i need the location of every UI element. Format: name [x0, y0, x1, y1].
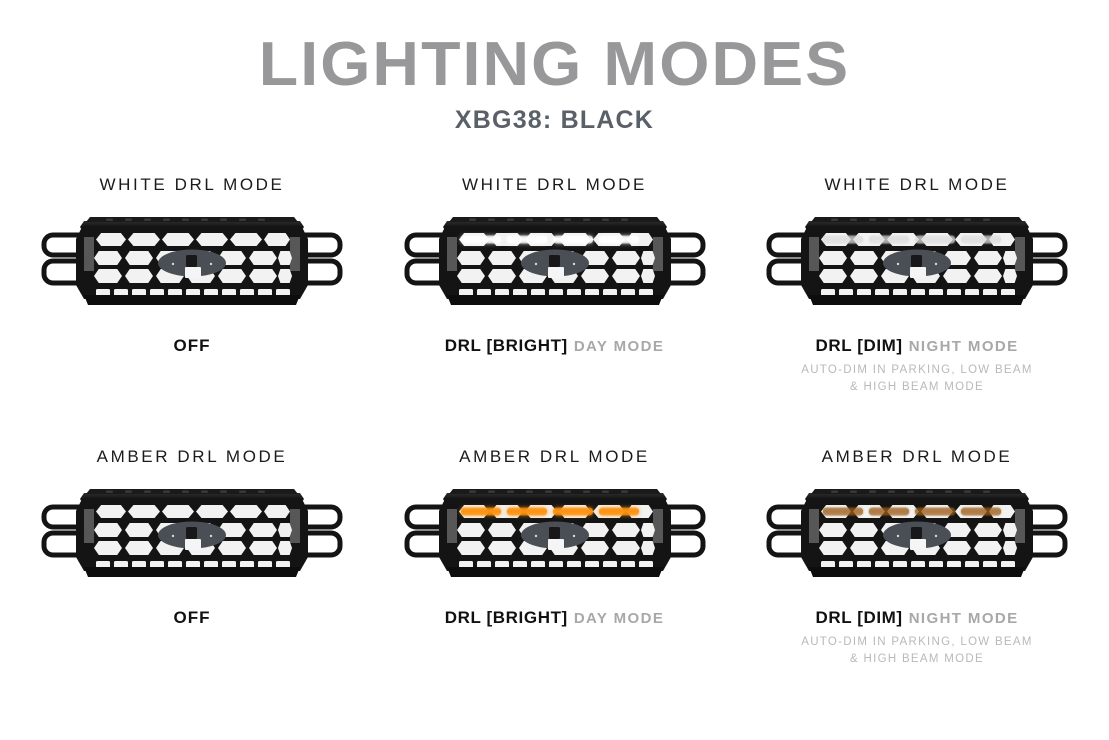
- caption-state-off: OFF: [173, 336, 211, 355]
- caption-note-line-1: AUTO-DIM IN PARKING, LOW BEAM: [801, 364, 1033, 376]
- panel-caption: DRL [BRIGHT] DAY MODE: [445, 336, 664, 356]
- lighting-mode-panel-amber-off: AMBER DRL MODE: [22, 447, 362, 667]
- panel-caption: OFF: [174, 336, 211, 356]
- grille-illustration-white-off: [41, 217, 343, 305]
- panel-mode-title: WHITE DRL MODE: [462, 175, 647, 194]
- panel-mode-title: AMBER DRL MODE: [821, 447, 1013, 467]
- caption-state-main: DRL [DIM]: [815, 336, 903, 355]
- grille-image-amber-dim: [757, 485, 1077, 590]
- grille-illustration-amber-dim: [766, 489, 1068, 578]
- lighting-mode-panel-amber-bright: AMBER DRL MODE: [385, 447, 725, 667]
- lighting-mode-panel-amber-dim: AMBER DRL MODE: [747, 447, 1087, 667]
- page-subtitle: XBG38: BLACK: [454, 106, 655, 134]
- grille-image-amber-bright: [395, 485, 715, 590]
- caption-state-main: DRL [BRIGHT]: [444, 336, 568, 355]
- panel-caption: DRL [BRIGHT] DAY MODE: [445, 608, 664, 628]
- panel-mode-title: AMBER DRL MODE: [96, 447, 288, 467]
- caption-state-sub: NIGHT MODE: [908, 338, 1019, 355]
- grille-illustration-white-bright: [404, 217, 705, 305]
- caption-state-sub: NIGHT MODE: [908, 610, 1019, 628]
- caption-state-main: DRL [BRIGHT]: [444, 608, 568, 628]
- caption-note-line-2: & HIGH BEAM MODE: [850, 653, 984, 666]
- caption-state-sub: DAY MODE: [573, 338, 665, 355]
- caption-note: AUTO-DIM IN PARKING, LOW BEAM & HIGH BEAM…: [801, 634, 1033, 667]
- panel-caption: DRL [DIM] NIGHT MODE: [815, 336, 1018, 356]
- grille-image-amber-off: [32, 485, 352, 590]
- lighting-mode-panel-white-dim: WHITE DRL MODE: [747, 175, 1087, 395]
- caption-note-line-1: AUTO-DIM IN PARKING, LOW BEAM: [801, 636, 1033, 649]
- grille-illustration-amber-bright: [404, 489, 705, 578]
- panel-caption: DRL [DIM] NIGHT MODE: [815, 608, 1018, 628]
- grille-illustration-white-dim: [766, 217, 1068, 305]
- grille-image-white-off: [32, 213, 352, 318]
- page-title: LIGHTING MODES: [258, 30, 851, 99]
- grille-image-white-bright: [395, 213, 715, 318]
- grille-image-white-dim: [757, 213, 1077, 318]
- lighting-mode-panel-white-bright: WHITE DRL MODE: [385, 175, 725, 395]
- lighting-mode-panel-white-off: WHITE DRL MODE: [22, 175, 362, 395]
- lighting-modes-grid: WHITE DRL MODE: [0, 175, 1109, 668]
- caption-state-sub: DAY MODE: [573, 610, 665, 628]
- panel-mode-title: WHITE DRL MODE: [824, 175, 1010, 194]
- panel-mode-title: AMBER DRL MODE: [459, 447, 650, 467]
- caption-note-line-2: & HIGH BEAM MODE: [850, 380, 984, 393]
- grille-illustration-amber-off: [41, 489, 343, 578]
- caption-state-off: OFF: [173, 608, 211, 628]
- white-drl-row: WHITE DRL MODE: [0, 175, 1109, 395]
- amber-drl-row: AMBER DRL MODE: [0, 447, 1109, 667]
- caption-state-main: DRL [DIM]: [815, 608, 903, 628]
- page-header: LIGHTING MODES XBG38: BLACK: [0, 0, 1109, 135]
- panel-mode-title: WHITE DRL MODE: [99, 175, 285, 194]
- caption-note: AUTO-DIM IN PARKING, LOW BEAM & HIGH BEAM…: [801, 362, 1033, 395]
- panel-caption: OFF: [174, 608, 211, 628]
